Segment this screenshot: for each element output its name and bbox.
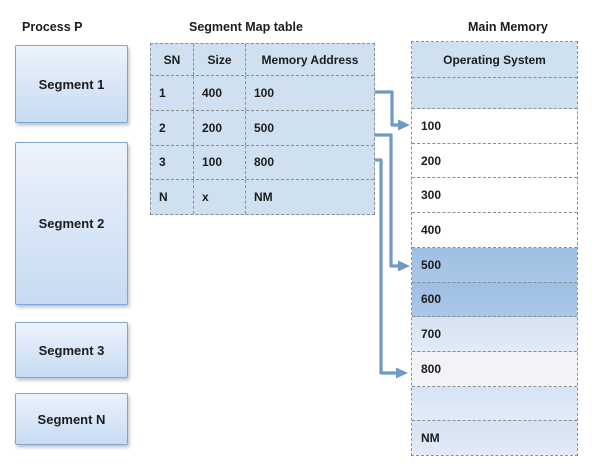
arrow-address-800 xyxy=(375,158,408,379)
cell-sn: 2 xyxy=(151,110,194,145)
memory-row xyxy=(412,386,577,422)
cell-address: NM xyxy=(254,190,273,205)
column-header-size: Size xyxy=(194,44,246,75)
column-header-memory-address: Memory Address xyxy=(261,52,359,67)
memory-row-highlighted: 500 xyxy=(412,247,577,283)
memory-row-label: 100 xyxy=(421,118,442,133)
segment-map-table-title: Segment Map table xyxy=(189,20,303,34)
cell-size: 200 xyxy=(194,110,246,145)
table-row: 2 200 500 xyxy=(151,110,374,146)
main-memory-table: Operating System 100 200 300 400 500 600… xyxy=(411,41,578,456)
memory-row-highlighted: 600 xyxy=(412,282,577,318)
memory-row-label: 500 xyxy=(421,257,442,272)
arrow-address-100 xyxy=(375,90,410,131)
cell-size: 400 xyxy=(194,76,246,110)
memory-row-operating-system: Operating System xyxy=(412,42,577,78)
segment-label: Segment 2 xyxy=(38,216,105,231)
segment-label: Segment N xyxy=(37,411,106,427)
cell-sn: 3 xyxy=(151,145,194,180)
segment-box: Segment 1 xyxy=(15,45,128,123)
cell-sn: N xyxy=(151,180,194,214)
table-row: 3 100 800 xyxy=(151,145,374,181)
segment-box: Segment 3 xyxy=(15,322,128,378)
memory-row: 200 xyxy=(412,143,577,179)
segment-label: Segment 1 xyxy=(38,76,105,92)
memory-row-label: NM xyxy=(421,431,440,446)
memory-row-label: 600 xyxy=(421,292,442,307)
main-memory-title: Main Memory xyxy=(468,20,548,34)
cell-size: x xyxy=(194,180,246,214)
segment-label: Segment 3 xyxy=(38,342,105,358)
cell-sn: 1 xyxy=(151,76,194,110)
memory-row: 300 xyxy=(412,178,577,214)
cell-address: 800 xyxy=(254,155,275,170)
memory-row-label: Operating System xyxy=(443,52,546,67)
arrow-address-500 xyxy=(375,133,410,272)
cell-address: 500 xyxy=(254,120,275,135)
memory-row-label: 700 xyxy=(421,327,442,342)
table-row: N x NM xyxy=(151,180,374,214)
column-header-sn: SN xyxy=(151,44,194,75)
memory-row: NM xyxy=(412,421,577,456)
cell-address: 100 xyxy=(254,85,275,100)
memory-row xyxy=(412,78,577,109)
table-row: 1 400 100 xyxy=(151,76,374,111)
memory-row: 700 xyxy=(412,317,577,352)
segment-box: Segment 2 xyxy=(15,142,128,305)
memory-row-label: 800 xyxy=(421,361,442,376)
cell-size: 100 xyxy=(194,145,246,180)
segment-map-table: SN Size Memory Address 1 400 100 2 200 5… xyxy=(150,43,375,215)
process-title: Process P xyxy=(22,20,83,34)
segment-box: Segment N xyxy=(15,393,128,445)
memory-row-label: 400 xyxy=(421,222,442,237)
memory-row: 100 xyxy=(412,109,577,144)
memory-row: 400 xyxy=(412,213,577,248)
table-header-row: SN Size Memory Address xyxy=(151,44,374,76)
memory-row: 800 xyxy=(412,351,577,387)
memory-row-label: 300 xyxy=(421,188,442,203)
memory-row-label: 200 xyxy=(421,153,442,168)
